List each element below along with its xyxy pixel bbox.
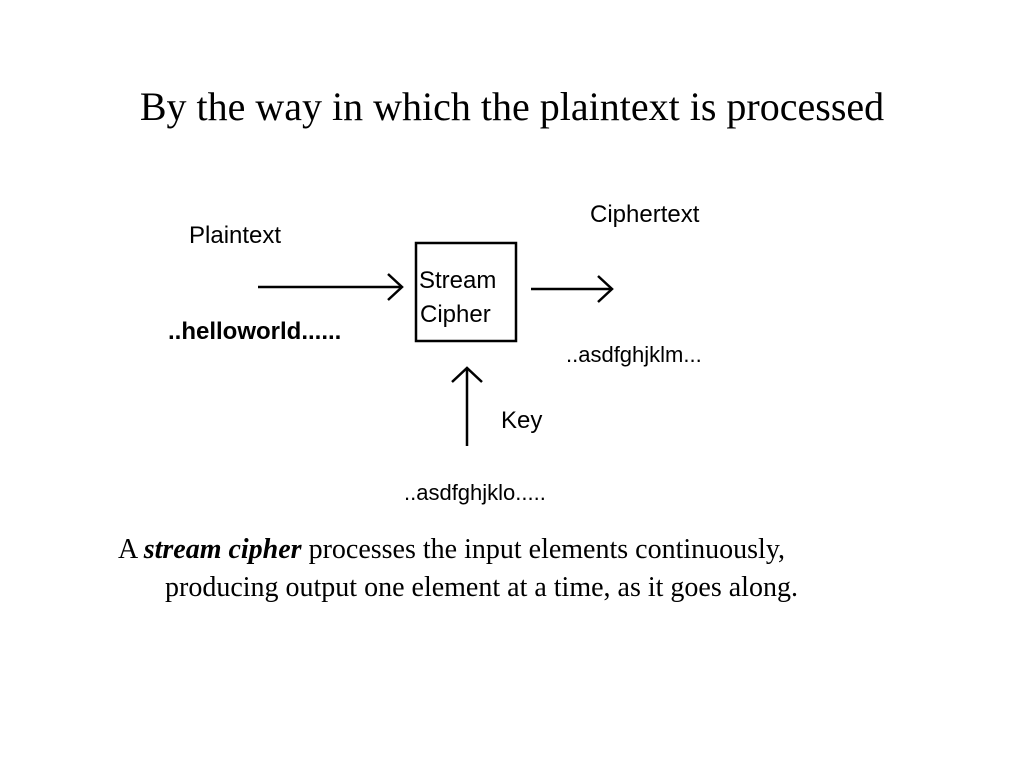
key-example: ..asdfghjklo.....: [404, 480, 546, 505]
ciphertext-example: ..asdfghjklm...: [566, 342, 702, 367]
ciphertext-label: Ciphertext: [590, 201, 700, 228]
caption: A stream cipher processes the input elem…: [118, 531, 948, 607]
stream-cipher-box-line2: Cipher: [420, 301, 491, 328]
stream-cipher-box: [414, 241, 518, 343]
key-label: Key: [501, 407, 542, 434]
caption-line-2: producing output one element at a time, …: [165, 572, 798, 603]
caption-line-1: A stream cipher processes the input elem…: [118, 531, 948, 569]
ciphertext-arrow-icon: [531, 275, 614, 303]
caption-prefix: A: [118, 534, 144, 565]
plaintext-arrow-icon: [258, 273, 404, 301]
stream-cipher-box-line1: Stream: [419, 267, 496, 294]
slide-title: By the way in which the plaintext is pro…: [139, 84, 885, 129]
plaintext-label: Plaintext: [189, 222, 281, 249]
caption-line1-rest: processes the input elements continuousl…: [301, 534, 786, 565]
caption-emphasis: stream cipher: [143, 534, 302, 565]
key-arrow-icon: [451, 366, 483, 446]
plaintext-example: ..helloworld......: [168, 318, 341, 345]
